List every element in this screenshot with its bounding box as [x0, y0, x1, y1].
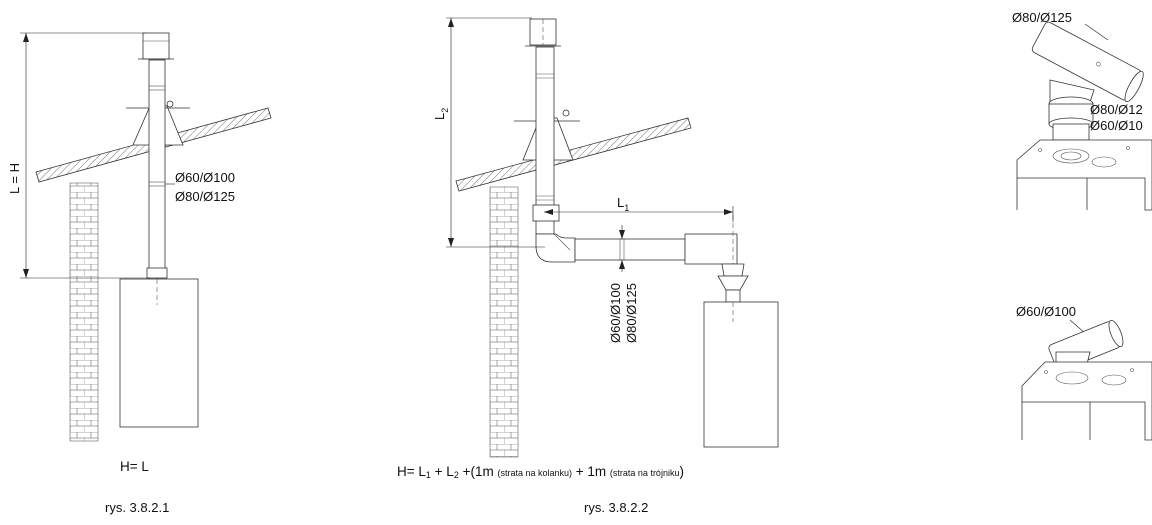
formula-2: H= L1 + L2 +(1m (strata na kolanku) + 1m…	[397, 464, 684, 480]
tee-adapter-top	[1031, 21, 1144, 103]
vertical-pipe	[148, 59, 166, 278]
fitting-label-top: Ø80/Ø125	[1012, 10, 1072, 25]
dimension-label-l-h: L = H	[7, 163, 22, 194]
boiler-top	[1021, 361, 1152, 441]
horizontal-pipe	[574, 238, 686, 261]
brick-wall	[489, 186, 519, 458]
boiler-top	[1016, 139, 1152, 211]
boiler	[119, 278, 199, 428]
pipe-diameter-label-2: Ø80/Ø125	[175, 189, 235, 204]
dimension-label-l1: L1	[617, 195, 629, 213]
chimney-terminal	[142, 32, 170, 60]
caption-1: rys. 3.8.2.1	[105, 500, 169, 515]
formula-1: H= L	[120, 459, 149, 474]
fitting-label-bottom: Ø60/Ø100	[1016, 304, 1076, 319]
roof	[455, 117, 692, 192]
elbow-fitting	[535, 233, 576, 263]
figure-2: L2 L1 Ø60/Ø100 Ø80/Ø125 H= L1 + L2 +(1m …	[397, 17, 779, 515]
pipe-diameter-label-1: Ø60/Ø100	[175, 170, 235, 185]
figure-1: L = H Ø60/Ø100 Ø80/Ø125 H= L rys. 3.8.2.…	[7, 32, 272, 515]
fitting-label-mid-1: Ø80/Ø12	[1090, 102, 1143, 117]
dimension-label-l2: L2	[432, 108, 450, 120]
figure-3: Ø80/Ø125 Ø80/Ø12 Ø60/Ø10 Ø60/Ø100	[1012, 10, 1152, 441]
pipe-diameter-label-1: Ø60/Ø100	[608, 283, 623, 343]
brick-wall	[69, 182, 99, 442]
caption-2: rys. 3.8.2.2	[584, 500, 648, 515]
fitting-label-mid-2: Ø60/Ø10	[1090, 118, 1143, 133]
pipe-diameter-label-2: Ø80/Ø125	[624, 283, 639, 343]
boiler	[703, 301, 779, 448]
tee-fitting	[684, 233, 738, 265]
